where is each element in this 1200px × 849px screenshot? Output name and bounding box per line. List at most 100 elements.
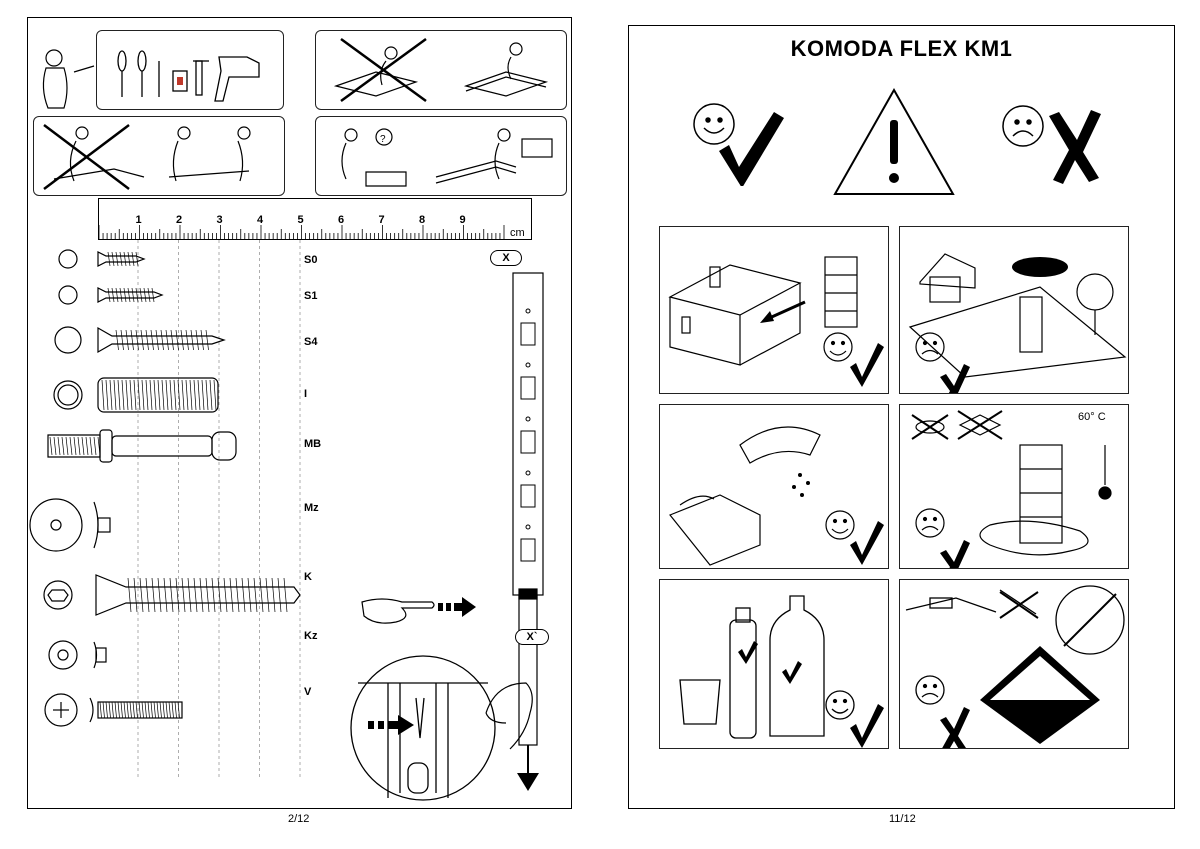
thread-line — [127, 287, 131, 303]
thread-line — [144, 701, 147, 719]
thread-line — [137, 379, 141, 411]
assembly-surface-icon — [333, 37, 549, 103]
thread-line — [229, 577, 234, 613]
thread-line — [120, 701, 123, 719]
page-number-right: 11/12 — [889, 813, 916, 825]
thread-line — [253, 577, 258, 613]
house-icon — [668, 256, 884, 387]
clean-hands-icon — [669, 426, 884, 566]
rail-slot — [520, 430, 536, 454]
thread-line — [111, 251, 115, 267]
thread-line — [131, 251, 135, 267]
thread-line — [168, 701, 171, 719]
thread-line — [193, 577, 198, 613]
two-person-assembly-icon — [43, 124, 251, 190]
thread-line — [123, 287, 127, 303]
thread-line — [161, 379, 165, 411]
hardware-code-s0: S0 — [304, 254, 318, 266]
thread-line — [113, 379, 117, 411]
hardware-code-s4: S4 — [304, 336, 318, 348]
thread-line — [127, 251, 131, 267]
tools-icon — [117, 50, 260, 102]
thread-line — [265, 577, 270, 613]
thread-line — [135, 329, 139, 351]
thread-line — [177, 379, 181, 411]
thread-line — [119, 251, 123, 267]
thread-line — [165, 379, 169, 411]
thread-line — [139, 287, 143, 303]
thread-line — [117, 379, 121, 411]
thread-line — [126, 701, 129, 719]
thread-line — [201, 379, 205, 411]
thread-line — [119, 287, 123, 303]
thread-line — [190, 329, 194, 351]
smiley-check-icon — [693, 103, 784, 186]
person-icon — [42, 49, 95, 109]
thread-line — [102, 701, 105, 719]
thread-line — [177, 701, 180, 719]
ruler-unit: cm — [510, 227, 525, 239]
thread-line — [150, 329, 154, 351]
thread-line — [159, 701, 162, 719]
hardware-code-mz: Mz — [304, 502, 319, 514]
thread-line — [131, 287, 135, 303]
hardware-code-v: V — [304, 686, 312, 698]
hand-icon — [485, 682, 533, 750]
frown-cross-icon — [1002, 105, 1101, 184]
ruler-tick-label: 9 — [459, 214, 466, 226]
thread-line — [181, 379, 185, 411]
thread-line — [175, 329, 179, 351]
measure-guides — [137, 240, 301, 780]
ruler-tick-label: 6 — [338, 214, 345, 226]
thread-line — [133, 577, 138, 613]
ruler-tick-label: 1 — [135, 214, 142, 226]
panel-indoor-use — [659, 226, 889, 394]
thread-line — [125, 329, 129, 351]
thread-line — [181, 577, 186, 613]
thread-line — [163, 577, 168, 613]
thread-line — [143, 287, 147, 303]
thread-line — [129, 379, 133, 411]
thread-line — [169, 379, 173, 411]
thread-line — [135, 701, 138, 719]
thread-line — [147, 701, 150, 719]
panel-no-outdoor — [899, 226, 1129, 394]
thread-line — [115, 287, 119, 303]
thread-line — [101, 379, 105, 411]
thread-line — [120, 329, 124, 351]
thread-line — [175, 577, 180, 613]
thread-line — [209, 379, 213, 411]
thread-line — [107, 287, 111, 303]
panel-mild-cleaners — [659, 579, 889, 749]
thread-line — [141, 701, 144, 719]
thread-line — [77, 436, 81, 456]
thread-line — [169, 577, 174, 613]
thread-line — [187, 577, 192, 613]
thread-line — [211, 577, 216, 613]
thread-line — [171, 701, 174, 719]
thread-line — [65, 436, 69, 456]
product-title: KOMODA FLEX KM1 — [790, 36, 1013, 61]
ruler-tick-label: 7 — [378, 214, 385, 226]
thread-line — [213, 379, 217, 411]
ruler-tick-label: 8 — [419, 214, 426, 226]
thread-line — [61, 436, 65, 456]
rail-slot — [520, 376, 536, 400]
thread-line — [153, 701, 156, 719]
thread-line — [135, 287, 139, 303]
pointing-hand-icon — [361, 597, 476, 624]
detail-magnifier — [350, 655, 496, 801]
thread-line — [73, 436, 77, 456]
rail-hole — [525, 362, 531, 368]
thread-line — [170, 329, 174, 351]
panel-dry-cleaning — [659, 404, 889, 569]
thread-line — [205, 577, 210, 613]
page-number-left: 2/12 — [288, 813, 310, 825]
thread-line — [180, 329, 184, 351]
thread-line — [117, 701, 120, 719]
warning-icon — [833, 87, 955, 195]
hardware-code-mb: MB — [304, 438, 322, 450]
thread-line — [283, 577, 288, 613]
svg-text:?: ? — [380, 134, 386, 145]
